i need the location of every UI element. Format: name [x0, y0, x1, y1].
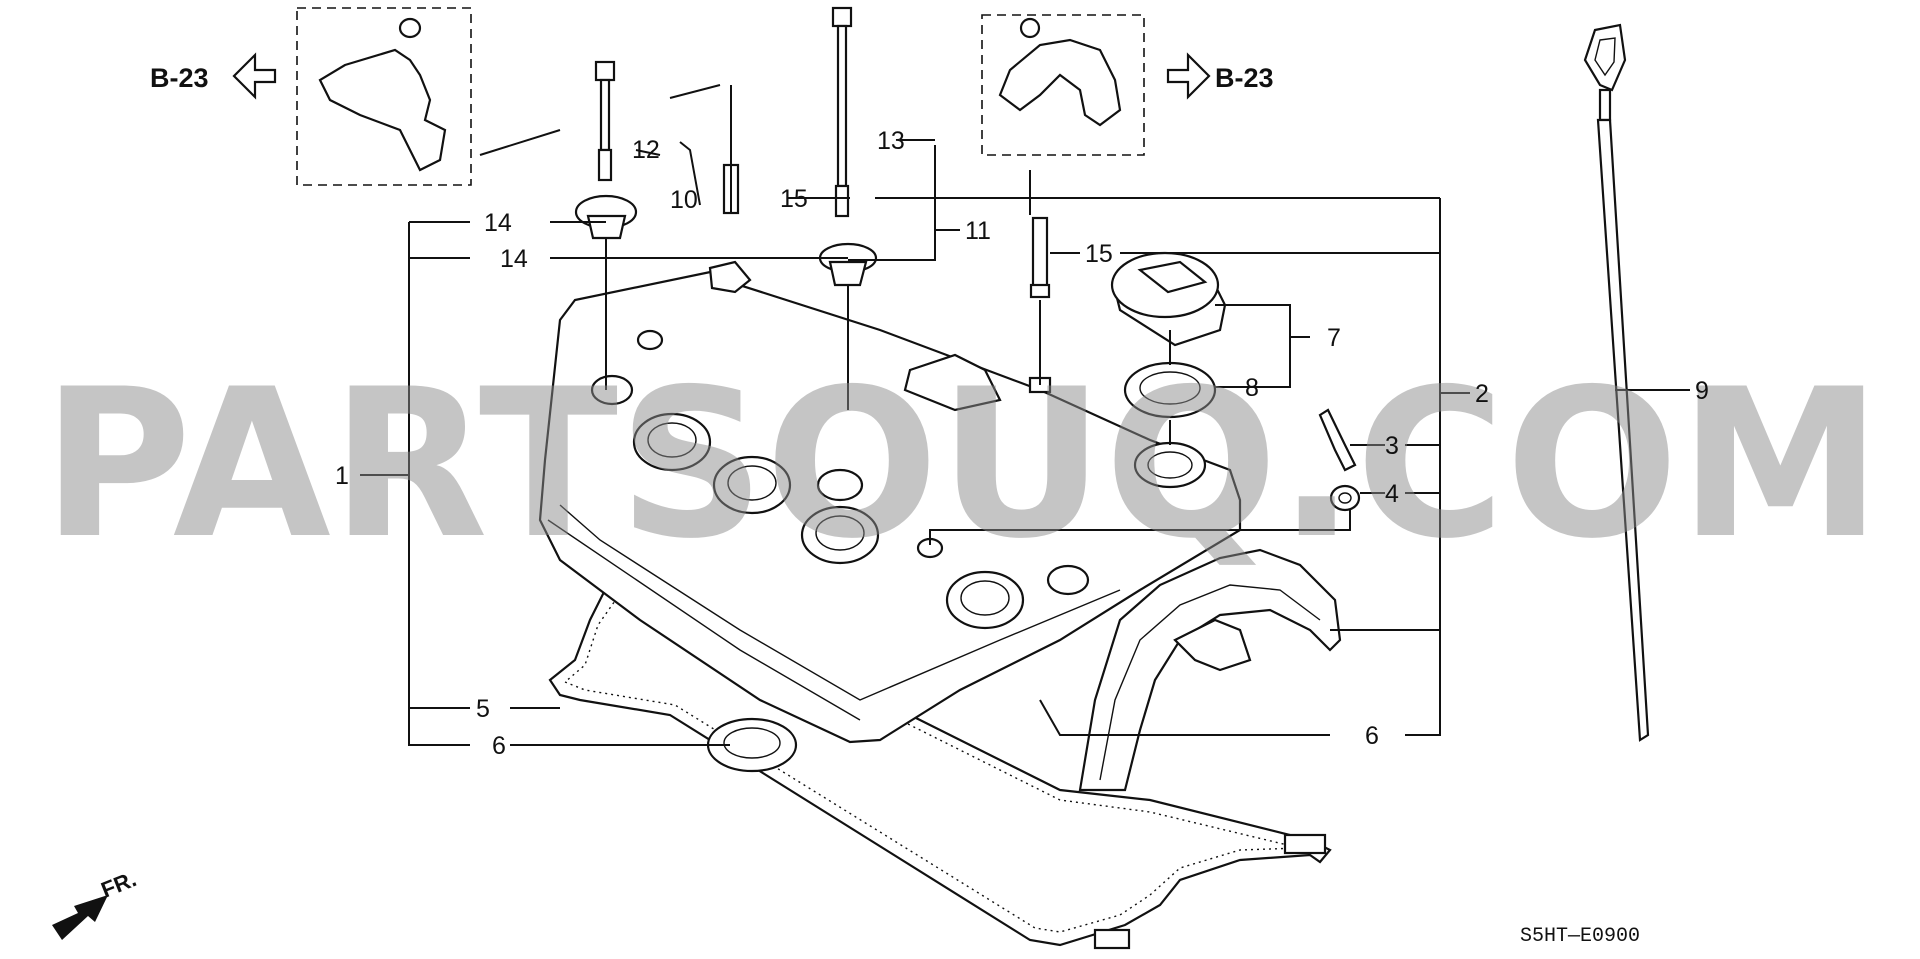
reference-label-left[interactable]: B-23	[150, 63, 209, 93]
callout-15-right[interactable]: 15	[1085, 240, 1113, 268]
grommet-14-left[interactable]	[574, 194, 638, 240]
detail-box-left	[296, 7, 472, 186]
washer-4[interactable]	[1329, 484, 1361, 512]
callout-2[interactable]: 2	[1475, 380, 1489, 408]
callout-13[interactable]: 13	[877, 127, 905, 155]
stud-15[interactable]	[1029, 216, 1051, 299]
front-direction-label: FR.	[98, 866, 140, 902]
bolt-13[interactable]	[831, 6, 853, 218]
callout-6-right[interactable]: 6	[1365, 722, 1379, 750]
right-reference-arrow-icon[interactable]	[1166, 52, 1211, 100]
callout-4[interactable]: 4	[1385, 480, 1399, 508]
callout-10[interactable]: 10	[670, 186, 698, 214]
bolt-12[interactable]	[594, 60, 616, 182]
left-reference-arrow-icon[interactable]	[232, 52, 277, 100]
callout-1[interactable]: 1	[335, 462, 349, 490]
oil-dipstick[interactable]	[1583, 23, 1650, 742]
callout-6-left[interactable]: 6	[492, 732, 506, 760]
callout-14-lower[interactable]: 14	[500, 245, 528, 273]
watermark-text: PARTSOUQ.COM	[42, 346, 1882, 584]
front-direction-arrow-icon	[52, 895, 108, 940]
callout-8[interactable]: 8	[1245, 374, 1259, 402]
stud-3[interactable]	[1318, 408, 1357, 472]
head-cover[interactable]	[538, 260, 1242, 744]
callout-14-upper[interactable]: 14	[484, 209, 512, 237]
detail-box-right	[981, 14, 1145, 156]
diagram-code: S5HT—E0900	[1520, 925, 1640, 948]
callout-labels: 1 2 3 4 5 6 6 7 8 9 10 11 12 13 14 14 15…	[335, 127, 1709, 760]
grommet-14-right[interactable]	[818, 242, 878, 287]
callout-3[interactable]: 3	[1385, 432, 1399, 460]
callout-9[interactable]: 9	[1695, 377, 1709, 405]
callout-12[interactable]: 12	[632, 136, 660, 164]
callout-5[interactable]: 5	[476, 695, 490, 723]
callout-11[interactable]: 11	[965, 217, 991, 245]
callout-7[interactable]: 7	[1327, 324, 1341, 352]
oil-filler-cap[interactable]	[1110, 251, 1227, 347]
callout-15-left[interactable]: 15	[780, 185, 808, 213]
timing-belt-cover[interactable]	[1078, 548, 1342, 792]
reference-label-right[interactable]: B-23	[1215, 63, 1274, 93]
leader-lines	[360, 84, 1690, 746]
